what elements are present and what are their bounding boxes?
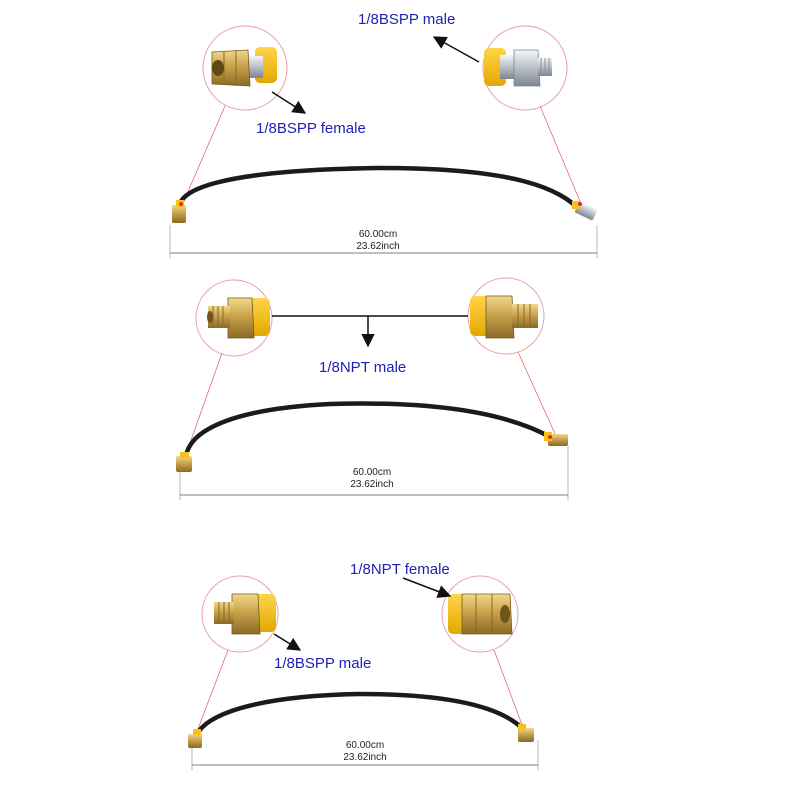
hose-line	[193, 691, 527, 739]
right-end-fitting-icon	[544, 432, 568, 446]
hose-2	[176, 277, 569, 500]
leader-line	[517, 351, 557, 437]
left-end-fitting-icon	[176, 452, 192, 472]
right-end-fitting-icon	[572, 201, 597, 221]
length-label: 60.00cm 23.62inch	[305, 740, 425, 764]
arrow-icon	[402, 577, 452, 598]
fitting-label-bspp-male: 1/8BSPP male	[358, 11, 456, 28]
length-cm: 60.00cm	[345, 740, 385, 751]
fitting-label-bspp-male: 1/8BSPP male	[274, 655, 372, 672]
length-cm: 60.00cm	[358, 229, 398, 240]
hose-1	[169, 25, 598, 258]
male-fitting-zoom-icon	[484, 48, 552, 87]
arrow-icon	[273, 633, 302, 651]
right-end-fitting-icon	[518, 724, 534, 742]
length-inch: 23.62inch	[356, 241, 400, 252]
fitting-label-bspp-female: 1/8BSPP female	[256, 120, 366, 137]
npt-male-zoom-icon-right	[470, 295, 538, 339]
arrow-icon	[271, 91, 307, 114]
npt-female-zoom-icon	[448, 593, 513, 635]
left-end-fitting-icon	[172, 200, 186, 223]
arrow-icon	[432, 36, 480, 63]
female-fitting-zoom-icon	[211, 47, 277, 87]
length-inch: 23.62inch	[343, 752, 387, 763]
leader-line	[539, 105, 583, 207]
npt-male-zoom-icon-left	[207, 297, 270, 339]
fitting-label-npt-female: 1/8NPT female	[350, 561, 450, 578]
bspp-male-zoom-icon	[214, 593, 276, 635]
length-label: 60.00cm 23.62inch	[318, 229, 438, 253]
left-end-fitting-icon	[188, 729, 202, 748]
length-label: 60.00cm 23.62inch	[312, 467, 432, 491]
length-cm: 60.00cm	[352, 467, 392, 478]
hose-line	[183, 401, 555, 463]
leader-line	[195, 649, 229, 735]
fitting-label-npt-male: 1/8NPT male	[319, 359, 407, 376]
length-inch: 23.62inch	[350, 479, 394, 490]
hose-line	[177, 165, 583, 213]
hose-3	[188, 575, 539, 770]
leader-line	[493, 649, 525, 731]
